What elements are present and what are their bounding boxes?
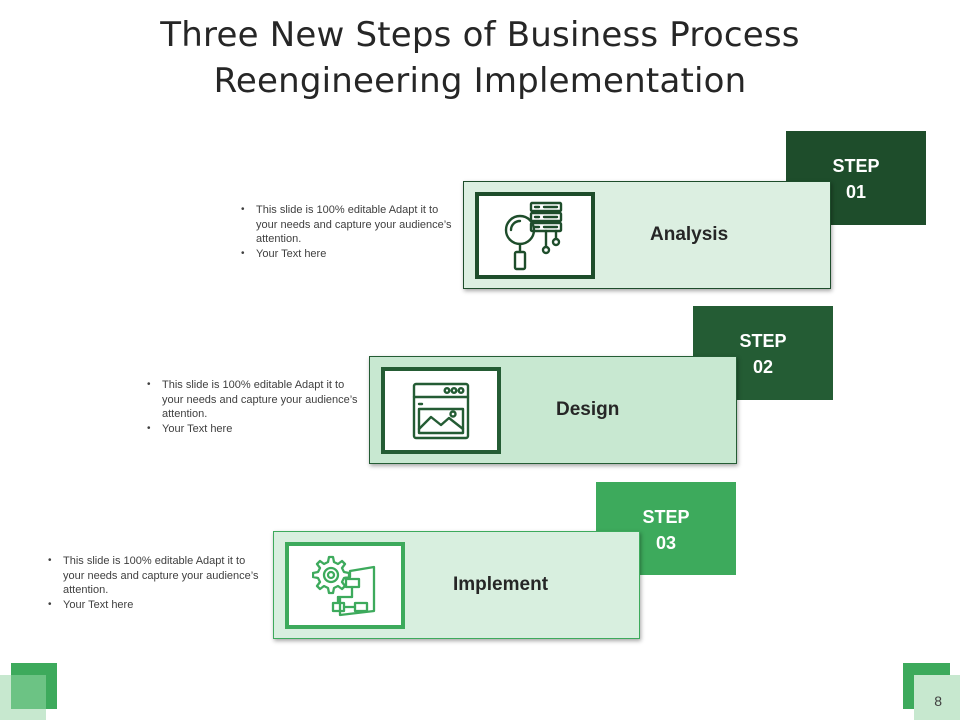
step-03-tag-word: STEP (642, 507, 690, 527)
page-number: 8 (934, 693, 942, 709)
step-01-tag-number: 01 (845, 182, 867, 202)
step-02-tag-number: 02 (752, 357, 774, 377)
step-02-bullet-1: This slide is 100% editable Adapt it to … (144, 378, 359, 422)
corner-decoration-left-inner (11, 675, 46, 709)
step-03-bullet-2: Your Text here (45, 598, 260, 613)
step-02-label: Design (556, 399, 620, 420)
step-01-bullet-2: Your Text here (238, 247, 453, 262)
step-02-icon-frame (381, 367, 501, 454)
title-line-1: Three New Steps of Business Process (160, 15, 800, 55)
step-01-bullet-1: This slide is 100% editable Adapt it to … (238, 203, 453, 247)
step-02-card: Design (369, 356, 737, 464)
step-03-bullet-1: This slide is 100% editable Adapt it to … (45, 554, 260, 598)
step-02-bullet-2: Your Text here (144, 422, 359, 437)
step-01-label: Analysis (650, 224, 729, 245)
title-line-2: Reengineering Implementation (213, 61, 747, 101)
step-02-bullets: This slide is 100% editable Adapt it to … (144, 378, 359, 436)
step-02-tag-word: STEP (739, 331, 787, 351)
step-03-bullets: This slide is 100% editable Adapt it to … (45, 554, 260, 612)
corner-decoration-right-light (914, 675, 960, 720)
step-01-tag-word: STEP (832, 156, 880, 176)
browser-image-icon (412, 382, 470, 439)
gear-flowchart-icon (312, 555, 376, 616)
step-03-label: Implement (453, 574, 549, 595)
step-01-bullets: This slide is 100% editable Adapt it to … (238, 203, 453, 261)
step-03-icon-frame (285, 542, 405, 629)
step-03-card: Implement (273, 531, 640, 639)
slide-title: Three New Steps of Business Process Reen… (0, 12, 960, 104)
step-03-tag-number: 03 (655, 533, 677, 553)
magnifier-server-icon (504, 201, 563, 270)
step-01-icon-frame (475, 192, 595, 279)
step-01-card: Analysis (463, 181, 831, 289)
